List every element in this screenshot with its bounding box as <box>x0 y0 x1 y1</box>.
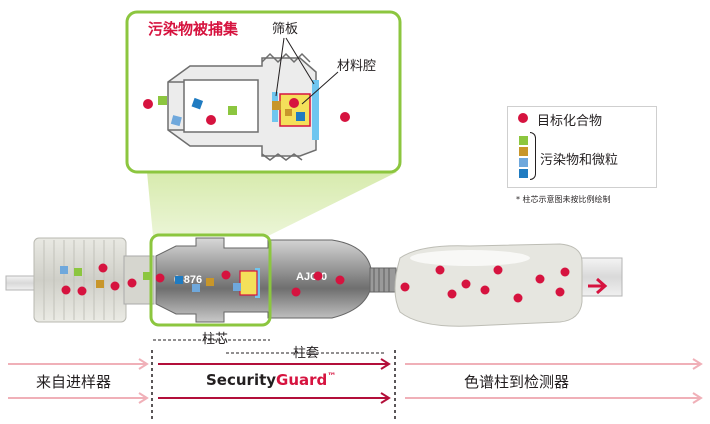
device-particles <box>60 263 570 303</box>
holder-label: 柱套 <box>293 346 320 361</box>
legend-contaminant-label: 污染物和微粒 <box>540 153 619 168</box>
scale-note: * 柱芯示意图未按比例绘制 <box>516 195 611 204</box>
legend-swatch-brown <box>519 147 528 156</box>
legend-swatch-blue <box>519 169 528 178</box>
brand-plain: Security <box>206 371 277 389</box>
brand-label: SecurityGuard™ <box>206 371 336 389</box>
flow-arrows-right <box>405 358 703 404</box>
flow-direction-arrow <box>588 277 608 295</box>
sieve-leader-2 <box>285 37 315 85</box>
legend-swatch-lightblue <box>519 158 528 167</box>
callout-connector <box>147 172 397 236</box>
callout-fitting <box>167 52 317 161</box>
flow-destination-label: 色谱柱到检测器 <box>464 373 570 391</box>
callout-title: 污染物被捕集 <box>148 20 239 38</box>
column-highlight <box>410 250 530 266</box>
cartridge-bed <box>239 270 258 296</box>
cartridge-label: 柱芯 <box>202 332 229 347</box>
legend-swatch-green <box>519 136 528 145</box>
brand-accent: Guard <box>276 371 328 389</box>
sieve-leader-1 <box>275 37 285 97</box>
inlet-fitting-cap <box>33 237 127 323</box>
flow-arrows-left <box>8 358 149 404</box>
legend-brace <box>530 132 536 180</box>
sieve-label: 筛板 <box>272 22 299 37</box>
bed-leader <box>301 71 339 105</box>
flow-arrows-brand <box>158 358 391 404</box>
callout-particles <box>143 96 350 127</box>
bed-label: 材料腔 <box>337 59 377 74</box>
device-marking-right: AJC 0 <box>296 271 327 283</box>
flow-source-label: 来自进样器 <box>36 373 112 391</box>
legend-compound-marker <box>518 113 528 123</box>
callout-sieve-right <box>312 80 319 140</box>
legend-compound-label: 目标化合物 <box>537 114 603 129</box>
brand-tm: ™ <box>327 372 337 382</box>
